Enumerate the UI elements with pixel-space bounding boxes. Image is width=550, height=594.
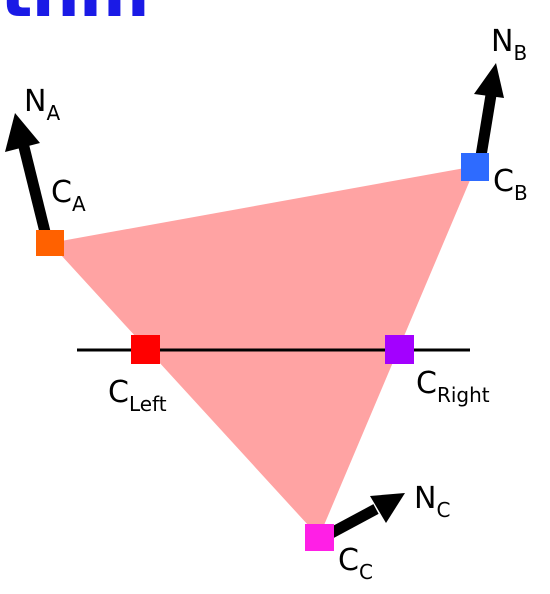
normal-b-label: NB <box>491 24 527 65</box>
normal-arrow-a <box>5 113 52 238</box>
right-intersection-label: CRight <box>416 366 490 407</box>
vertex-c-label: CC <box>338 543 373 584</box>
left-intersection-marker <box>131 335 160 364</box>
normal-arrow-b <box>474 63 504 163</box>
normal-c-label: NC <box>414 481 450 522</box>
vertex-a-marker <box>36 230 64 256</box>
vertex-b-marker <box>461 153 489 181</box>
normal-a-label: NA <box>24 84 60 125</box>
vertex-b-label: CB <box>493 164 528 205</box>
slide-title-fragment: thm <box>0 0 150 33</box>
right-intersection-marker <box>385 335 414 364</box>
vertex-a-label: CA <box>51 175 86 216</box>
left-intersection-label: CLeft <box>108 375 167 416</box>
vertex-c-marker <box>305 524 334 551</box>
